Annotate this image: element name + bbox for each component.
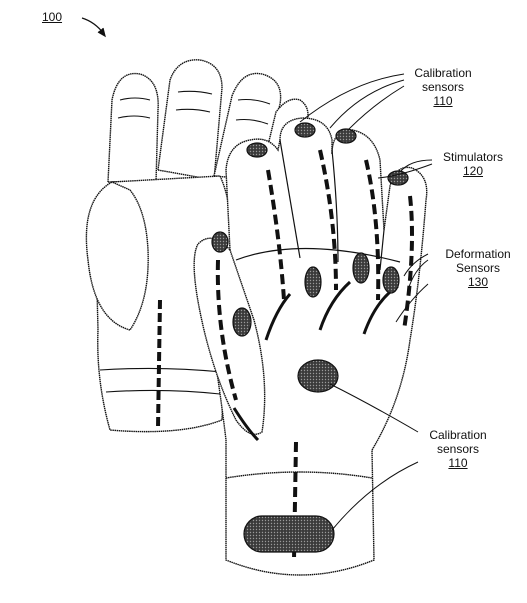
stimulator: [352, 252, 370, 284]
back-glove-thumb: [85, 181, 149, 331]
figure-number-arrow: [81, 17, 106, 38]
calibration-sensor: [294, 122, 316, 138]
stimulator: [232, 307, 252, 337]
deformation-strip: [266, 169, 286, 301]
back-glove: [85, 59, 309, 433]
front-glove-wrist: [225, 471, 373, 479]
calibration-sensor: [243, 515, 335, 553]
deformation-strip: [318, 149, 338, 291]
calibration-sensors: [211, 122, 409, 553]
calibration-sensor: [297, 359, 339, 393]
front-glove: [193, 117, 428, 576]
figure-number: 100: [42, 10, 63, 24]
back-glove-sensor-strip: [156, 299, 162, 429]
palm-lines: [232, 280, 399, 442]
calibration-sensors-label-bottom: Calibration sensors 110: [429, 428, 487, 470]
calibration-sensor: [246, 142, 268, 158]
front-glove-finger-lines: [235, 139, 401, 271]
stimulators: [232, 252, 400, 337]
front-glove-body: [206, 117, 428, 576]
deformation-strip: [364, 159, 381, 301]
leader-lines: [299, 73, 433, 531]
calibration-sensors-label-top: Calibration sensors 110: [414, 66, 472, 108]
deformation-strip: [215, 259, 238, 401]
calibration-sensor: [211, 231, 229, 253]
deformation-sensors-label: Deformation Sensors 130: [445, 247, 511, 289]
calibration-sensor: [335, 128, 357, 144]
stimulator: [382, 266, 400, 294]
stimulator: [304, 266, 322, 298]
deformation-strip: [402, 195, 414, 331]
back-glove-finger-1: [107, 72, 159, 183]
back-glove-finger-2: [157, 59, 223, 181]
stimulators-label: Stimulators 120: [442, 150, 504, 178]
calibration-sensor: [387, 170, 409, 186]
front-glove-thumb: [193, 237, 266, 435]
